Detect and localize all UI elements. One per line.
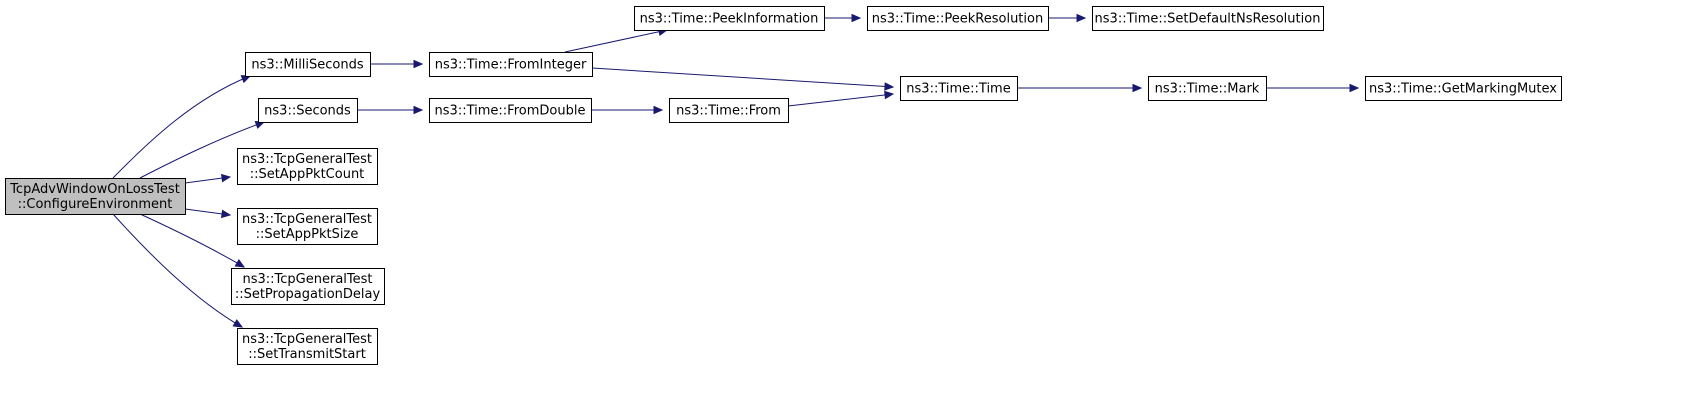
arrowhead-icon <box>1076 13 1087 23</box>
arrowhead-icon <box>234 258 246 268</box>
node-peekinformation[interactable]: ns3::Time::PeekInformation <box>634 6 825 31</box>
edge-line <box>564 29 668 53</box>
arrowhead-icon <box>1132 83 1143 93</box>
node-box <box>429 98 592 123</box>
edge-root-to-settransmitstart <box>112 213 244 328</box>
arrowhead-icon <box>232 319 244 328</box>
node-label-line: ns3::Time::PeekResolution <box>872 12 1043 27</box>
arrowhead-icon <box>221 209 232 219</box>
node-label-line: ::SetTransmitStart <box>248 347 366 362</box>
edge-line <box>139 213 245 268</box>
edges-layer <box>112 13 1360 328</box>
edge-frominteger-to-peekinformation <box>564 27 669 53</box>
edge-line <box>591 67 894 88</box>
node-box <box>258 98 358 123</box>
node-label-line: ::ConfigureEnvironment <box>18 197 173 212</box>
edge-line <box>112 213 243 328</box>
node-label-line: ns3::Time::Mark <box>1155 82 1260 97</box>
node-frominteger[interactable]: ns3::Time::FromInteger <box>429 52 593 77</box>
node-box <box>634 6 825 31</box>
node-peekresolution[interactable]: ns3::Time::PeekResolution <box>867 6 1049 31</box>
arrowhead-icon <box>413 59 424 69</box>
node-box <box>237 148 378 185</box>
node-label-line: TcpAdvWindowOnLossTest <box>9 182 180 197</box>
arrowhead-icon <box>413 105 424 115</box>
edge-peekinformation-to-peekresolution <box>824 13 862 23</box>
edge-peekresolution-to-setdefaultnsresolution <box>1048 13 1087 23</box>
edge-from-to-time <box>787 90 895 107</box>
node-box <box>900 76 1018 101</box>
edge-root-to-setpropagationdelay <box>139 213 246 268</box>
edge-frominteger-to-time <box>591 67 895 91</box>
node-seconds[interactable]: ns3::Seconds <box>258 98 358 123</box>
node-label-line: ns3::Time::Time <box>906 82 1010 97</box>
node-box <box>237 328 378 365</box>
edge-fromdouble-to-from <box>591 105 664 115</box>
node-box <box>231 268 385 305</box>
nodes-layer: TcpAdvWindowOnLossTest::ConfigureEnviron… <box>5 6 1562 365</box>
node-fromdouble[interactable]: ns3::Time::FromDouble <box>429 98 592 123</box>
node-root[interactable]: TcpAdvWindowOnLossTest::ConfigureEnviron… <box>5 178 186 215</box>
edge-time-to-mark <box>1017 83 1143 93</box>
edge-line <box>787 93 894 107</box>
node-label-line: ns3::MilliSeconds <box>251 58 364 73</box>
node-box <box>867 6 1049 31</box>
node-setpropagationdelay[interactable]: ns3::TcpGeneralTest::SetPropagationDelay <box>231 268 385 305</box>
edge-milliseconds-to-frominteger <box>370 59 424 69</box>
node-box <box>5 178 186 215</box>
node-label-line: ns3::Time::From <box>676 104 781 119</box>
node-setapppktcount[interactable]: ns3::TcpGeneralTest::SetAppPktCount <box>237 148 378 185</box>
edge-seconds-to-fromdouble <box>357 105 424 115</box>
node-label-line: ns3::Time::FromDouble <box>435 104 586 119</box>
arrowhead-icon <box>653 105 664 115</box>
node-milliseconds[interactable]: ns3::MilliSeconds <box>245 52 371 77</box>
node-label-line: ns3::Seconds <box>264 104 351 119</box>
edge-root-to-setapppktcount <box>184 173 232 184</box>
node-label-line: ::SetPropagationDelay <box>235 287 381 302</box>
node-label-line: ns3::Time::GetMarkingMutex <box>1369 82 1557 97</box>
node-time[interactable]: ns3::Time::Time <box>900 76 1018 101</box>
edge-line <box>139 121 265 179</box>
edge-mark-to-getmarkingmutex <box>1266 83 1360 93</box>
node-label-line: ::SetAppPktCount <box>250 167 365 182</box>
arrowhead-icon <box>851 13 862 23</box>
edge-line <box>112 75 251 179</box>
node-box <box>1365 76 1562 101</box>
node-getmarkingmutex[interactable]: ns3::Time::GetMarkingMutex <box>1365 76 1562 101</box>
arrowhead-icon <box>1349 83 1360 93</box>
arrowhead-icon <box>884 82 895 91</box>
node-settransmitstart[interactable]: ns3::TcpGeneralTest::SetTransmitStart <box>237 328 378 365</box>
node-label-line: ns3::TcpGeneralTest <box>242 212 372 227</box>
node-box <box>245 52 371 77</box>
edge-root-to-setapppktsize <box>184 208 232 219</box>
node-box <box>1148 76 1267 101</box>
node-label-line: ns3::TcpGeneralTest <box>242 272 372 287</box>
node-label-line: ns3::TcpGeneralTest <box>242 152 372 167</box>
node-setapppktsize[interactable]: ns3::TcpGeneralTest::SetAppPktSize <box>237 208 378 245</box>
arrowhead-icon <box>221 173 232 183</box>
node-from[interactable]: ns3::Time::From <box>669 98 789 123</box>
node-setdefaultnsresolution[interactable]: ns3::Time::SetDefaultNsResolution <box>1092 6 1324 31</box>
node-label-line: ns3::Time::PeekInformation <box>640 12 819 27</box>
node-label-line: ns3::TcpGeneralTest <box>242 332 372 347</box>
node-label-line: ::SetAppPktSize <box>256 227 359 242</box>
node-box <box>429 52 593 77</box>
edge-root-to-milliseconds <box>112 75 252 179</box>
node-mark[interactable]: ns3::Time::Mark <box>1148 76 1267 101</box>
node-label-line: ns3::Time::SetDefaultNsResolution <box>1095 12 1321 27</box>
node-label-line: ns3::Time::FromInteger <box>435 58 587 73</box>
node-box <box>237 208 378 245</box>
arrowhead-icon <box>884 90 895 100</box>
node-box <box>1092 6 1324 31</box>
node-box <box>669 98 789 123</box>
